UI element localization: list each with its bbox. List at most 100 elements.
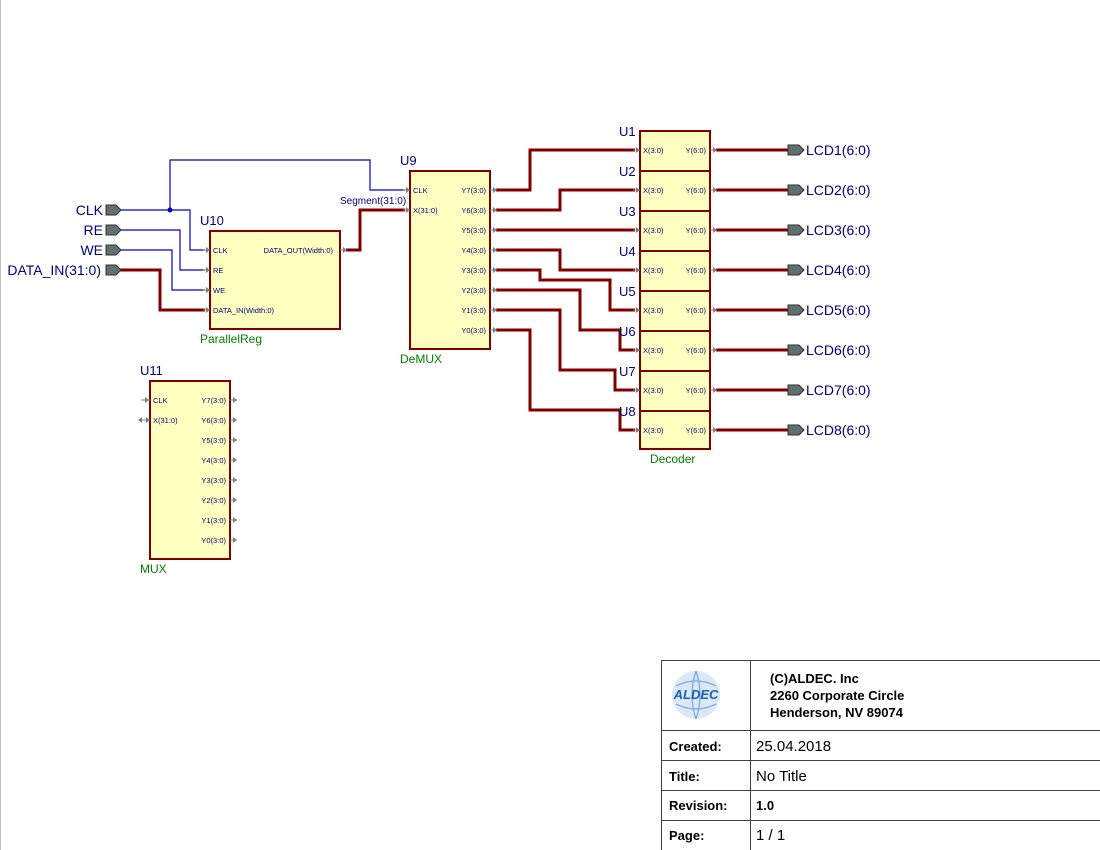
decoder-pin-out: Y(6:0) (686, 226, 707, 235)
u11-pin-x: X(31:0) (153, 416, 178, 425)
port-lcd8[interactable]: LCD8(6:0) (787, 422, 871, 438)
buses (120, 148, 788, 432)
pin-arrow-icon (636, 387, 640, 393)
port-data-in-label: DATA_IN(31:0) (7, 262, 101, 278)
pin-arrow-icon (493, 307, 497, 313)
created-value: 25.04.2018 (756, 738, 831, 755)
title-block: ALDEC (C)ALDEC. Inc 2260 Corporate Circl… (661, 660, 1100, 850)
block-u9-demux[interactable]: U9 DeMUX CLK X(31:0) Y7(3:0)Y6(3:0)Y5(3:… (400, 153, 497, 366)
port-lcd5[interactable]: LCD5(6:0) (787, 302, 871, 318)
u11-pin-clk: CLK (153, 396, 168, 405)
decoder-pin-in: X(3:0) (643, 146, 664, 155)
pin-arrow-icon (233, 537, 237, 543)
bus-segment[interactable] (346, 208, 405, 252)
pin-arrow-icon (713, 187, 717, 193)
pin-arrow-icon (233, 497, 237, 503)
port-we-icon (105, 244, 122, 256)
bus-y4[interactable] (496, 248, 635, 272)
output-pin-label: Y1(3:0) (201, 516, 226, 525)
u9-pin-x: X(31:0) (413, 206, 438, 215)
port-re-icon (105, 224, 122, 236)
output-port-label: LCD7(6:0) (806, 382, 871, 398)
type-label-u11: MUX (140, 562, 167, 576)
pin-arrow-icon (493, 267, 497, 273)
u10-pin-we: WE (213, 286, 225, 295)
pin-arrow-icon (636, 427, 640, 433)
pin-arrow-icon (233, 457, 237, 463)
u10-pin-data-in: DATA_IN(Width:0) (213, 306, 274, 315)
pin-arrow-icon (493, 227, 497, 233)
output-port-icon (787, 144, 805, 156)
pin-arrow-icon (636, 347, 640, 353)
decoder-pin-out: Y(6:0) (686, 306, 707, 315)
output-pin-label: Y2(3:0) (461, 286, 486, 295)
output-pin-label: Y5(3:0) (461, 226, 486, 235)
block-u10-parallelreg[interactable]: U10 ParallelReg CLK RE WE DATA_IN(Width:… (200, 213, 347, 346)
decoder-pin-in: X(3:0) (643, 346, 664, 355)
block-u11-mux[interactable]: U11 MUX CLK X(31:0) Y7(3:0)Y6(3:0)Y5(3:0… (138, 363, 237, 576)
pin-arrow-icon (233, 437, 237, 443)
pin-arrow-icon (713, 347, 717, 353)
bus-y7[interactable] (496, 148, 635, 192)
output-pin-label: Y0(3:0) (201, 536, 226, 545)
bus-y0[interactable] (496, 328, 635, 432)
output-pin-label: Y7(3:0) (461, 186, 486, 195)
bus-y6[interactable] (496, 188, 635, 212)
decoder-instance-label: U1 (619, 124, 636, 139)
decoder-pin-out: Y(6:0) (686, 146, 707, 155)
port-lcd1[interactable]: LCD1(6:0) (787, 142, 871, 158)
port-lcd6[interactable]: LCD6(6:0) (787, 342, 871, 358)
output-port-label: LCD3(6:0) (806, 222, 871, 238)
port-clk[interactable]: CLK (76, 202, 122, 218)
instance-label-u9: U9 (400, 153, 417, 168)
output-pin-label: Y3(3:0) (201, 476, 226, 485)
bus-data-in[interactable] (120, 268, 205, 312)
pin-arrow-icon (713, 267, 717, 273)
output-pin-label: Y6(3:0) (461, 206, 486, 215)
u10-pin-re: RE (213, 266, 223, 275)
output-port-label: LCD1(6:0) (806, 142, 871, 158)
type-label-decoder: Decoder (650, 452, 695, 466)
wire-re[interactable] (120, 229, 205, 271)
bus-y2[interactable] (496, 288, 635, 352)
decoder-pin-out: Y(6:0) (686, 266, 707, 275)
wire-clk-branch[interactable] (169, 159, 405, 210)
u11-pins (138, 397, 150, 423)
port-lcd2[interactable]: LCD2(6:0) (787, 182, 871, 198)
output-pin-label: Y2(3:0) (201, 496, 226, 505)
output-port-label: LCD4(6:0) (806, 262, 871, 278)
bus-y3[interactable] (496, 268, 635, 312)
u10-pin-data-out: DATA_OUT(Width:0) (264, 246, 334, 255)
decoder-instance-label: U7 (619, 364, 636, 379)
port-lcd4[interactable]: LCD4(6:0) (787, 262, 871, 278)
revision-label: Revision: (669, 798, 728, 813)
port-we[interactable]: WE (80, 242, 122, 258)
bus-y1[interactable] (496, 308, 635, 392)
output-port-icon (787, 304, 805, 316)
decoder-instance-label: U5 (619, 284, 636, 299)
block-u11-body (149, 380, 231, 560)
port-lcd3[interactable]: LCD3(6:0) (787, 222, 871, 238)
output-pin-label: Y3(3:0) (461, 266, 486, 275)
wire-clk[interactable] (120, 209, 205, 251)
output-port-label: LCD6(6:0) (806, 342, 871, 358)
title-value: No Title (756, 768, 807, 785)
junction-dot (167, 207, 173, 213)
decoder-pin-in: X(3:0) (643, 266, 664, 275)
decoder-pin-in: X(3:0) (643, 226, 664, 235)
output-port-label: LCD2(6:0) (806, 182, 871, 198)
output-pin-label: Y7(3:0) (201, 396, 226, 405)
decoder-instance-label: U4 (619, 244, 636, 259)
port-data-in[interactable]: DATA_IN(31:0) (7, 262, 122, 278)
wire-we[interactable] (120, 249, 205, 291)
created-label: Created: (669, 739, 722, 754)
port-lcd7[interactable]: LCD7(6:0) (787, 382, 871, 398)
pin-arrow-icon (233, 397, 237, 403)
port-re[interactable]: RE (84, 222, 122, 238)
logo-text: ALDEC (673, 687, 719, 702)
decoder-pin-out: Y(6:0) (686, 186, 707, 195)
title-label: Title: (669, 769, 700, 784)
output-port-icon (787, 424, 805, 436)
pin-arrow-icon (233, 477, 237, 483)
pin-arrow-icon (636, 147, 640, 153)
